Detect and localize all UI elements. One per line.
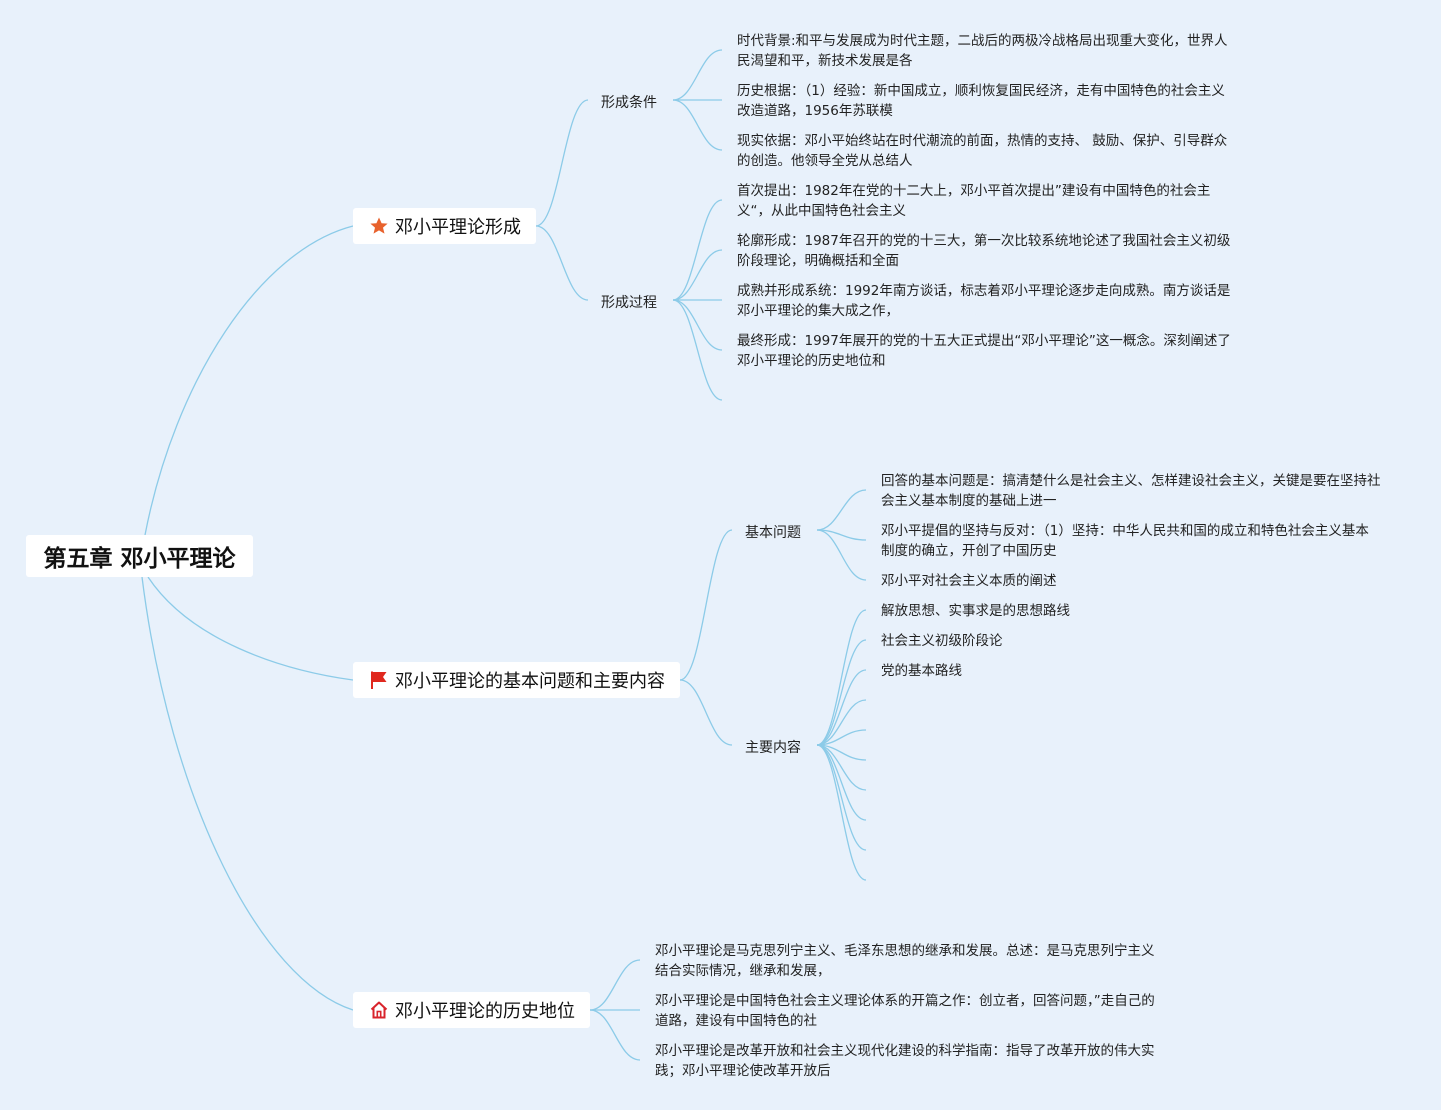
leaf-basic-line[interactable]: 党的基本路线 [881,663,962,679]
link-sub4-leaf [816,669,867,746]
link-branch3-leaf [589,959,641,1011]
leaf-socialism-essence[interactable]: 邓小平对社会主义本质的阐述 [881,573,1057,589]
leaf-ideological-line[interactable]: 解放思想、实事求是的思想路线 [881,603,1070,619]
link-sub2-leaf [672,299,723,351]
link-sub4-leaf [816,729,867,746]
leaf-uphold-oppose[interactable]: 邓小平提倡的坚持与反对：（1）坚持：中华人民共和国的成立和特色社会主义基本制度的… [881,523,1369,559]
link-sub2-leaf [672,199,723,301]
link-sub4-leaf [816,609,867,746]
link-sub3-leaf [816,529,867,581]
leaf-realistic-basis[interactable]: 现实依据：邓小平始终站在时代潮流的前面，热情的支持、 鼓励、保护、引导群众的创造… [737,133,1228,169]
link-sub1-leaf [672,99,723,151]
link-sub4-leaf [816,699,867,746]
sub-formation-process[interactable]: 形成过程 [601,295,657,311]
link-sub4-leaf [816,744,867,881]
link-branch3-leaf [589,1009,641,1061]
link-sub4-leaf [816,744,867,791]
link-branch1-sub1 [535,99,589,227]
branch-basic-questions-content[interactable]: 邓小平理论的基本问题和主要内容 [353,662,680,698]
branch-label: 邓小平理论形成 [395,217,521,238]
link-sub4-leaf [816,639,867,746]
branch-formation[interactable]: 邓小平理论形成 [353,208,536,244]
red-flag-icon [371,671,387,689]
root-topic[interactable]: 第五章 邓小平理论 [26,535,253,577]
leaf-historical-basis[interactable]: 历史根据：（1）经验：新中国成立，顺利恢复国民经济，走有中国特色的社会主义改造道… [737,83,1225,119]
link-root-branch-1 [144,225,354,536]
link-sub2-leaf [672,299,723,401]
sub-basic-questions[interactable]: 基本问题 [745,525,801,541]
link-sub3-leaf [816,489,867,531]
home-icon [370,1001,388,1019]
link-branch2-sub2 [679,679,733,746]
link-branch2-sub1 [679,529,733,681]
leaf-opening-work[interactable]: 邓小平理论是中国特色社会主义理论体系的开篇之作：创立者，回答问题，”走自己的道路… [655,993,1155,1029]
branch-historical-status[interactable]: 邓小平理论的历史地位 [353,992,590,1028]
sub-main-content[interactable]: 主要内容 [745,740,801,756]
leaf-basic-question-answer[interactable]: 回答的基本问题是：搞清楚什么是社会主义、怎样建设社会主义，关键是要在坚持社会主义… [881,473,1381,509]
link-sub4-leaf [816,744,867,821]
leaf-first-proposed[interactable]: 首次提出：1982年在党的十二大上，邓小平首次提出”建设有中国特色的社会主义“，… [737,183,1211,219]
link-sub4-leaf [816,744,867,851]
leaf-scientific-guide[interactable]: 邓小平理论是改革开放和社会主义现代化建设的科学指南：指导了改革开放的伟大实践；邓… [655,1043,1155,1079]
link-root-branch-2 [147,576,354,681]
star-icon [370,217,388,234]
link-root-branch-3 [141,576,354,1011]
leaf-outline-formed[interactable]: 轮廓形成：1987年召开的党的十三大，第一次比较系统地论述了我国社会主义初级阶段… [737,233,1231,269]
branch-label: 邓小平理论的历史地位 [395,1001,575,1022]
sub-formation-conditions[interactable]: 形成条件 [601,95,657,111]
link-sub2-leaf [672,249,723,301]
link-branch1-sub2 [535,225,589,301]
link-sub1-leaf [672,49,723,101]
branch-label: 邓小平理论的基本问题和主要内容 [395,671,665,692]
leaf-era-background[interactable]: 时代背景:和平与发展成为时代主题，二战后的两极冷战格局出现重大变化，世界人民渴望… [737,33,1228,69]
leaf-final-formation[interactable]: 最终形成：1997年展开的党的十五大正式提出“邓小平理论”这一概念。深刻阐述了邓… [737,333,1231,369]
leaf-inheritance-development[interactable]: 邓小平理论是马克思列宁主义、毛泽东思想的继承和发展。总述：是马克思列宁主义结合实… [655,943,1155,979]
leaf-primary-stage[interactable]: 社会主义初级阶段论 [881,633,1003,649]
leaf-mature-system[interactable]: 成熟并形成系统：1992年南方谈话，标志着邓小平理论逐步走向成熟。南方谈话是邓小… [737,283,1231,319]
